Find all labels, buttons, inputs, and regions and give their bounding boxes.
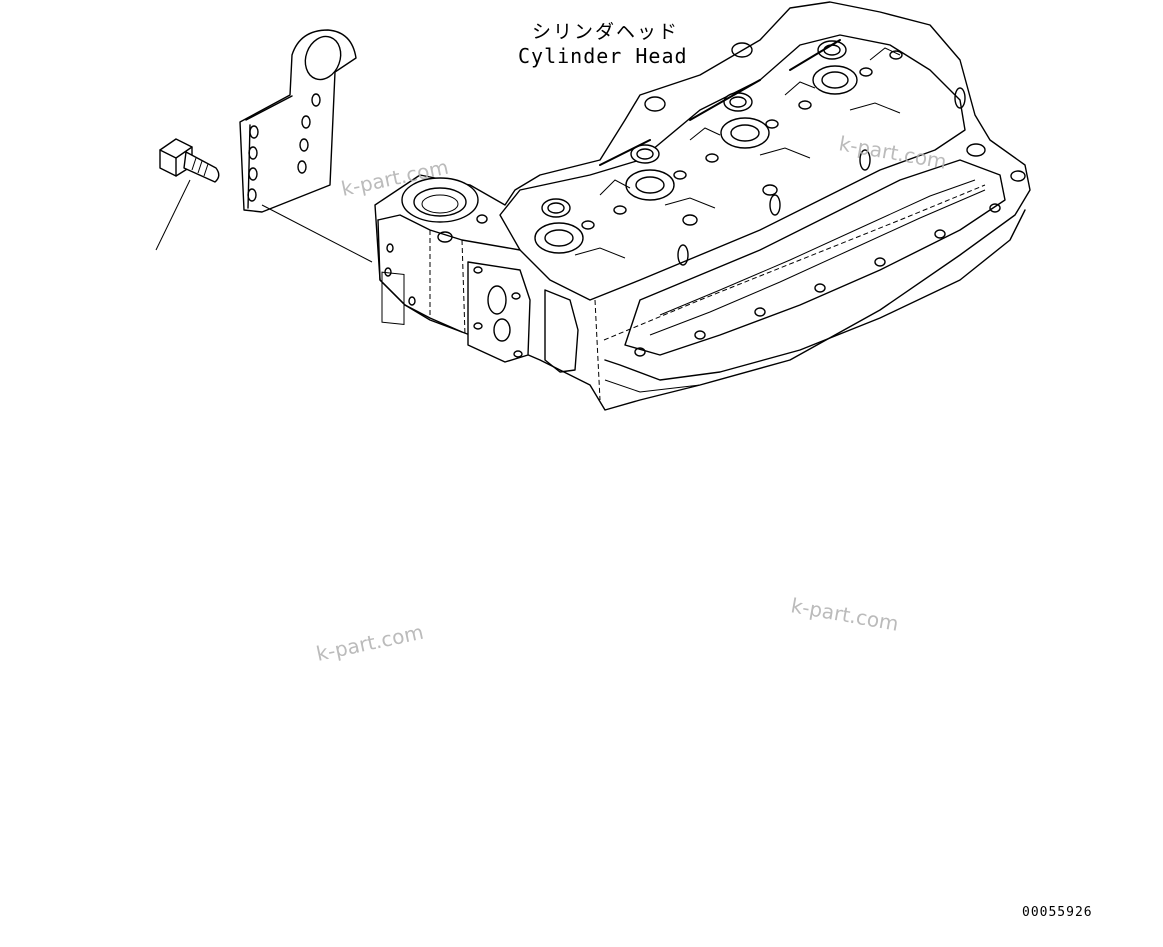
bracket-leader-line xyxy=(261,204,373,263)
part-name-english: Cylinder Head xyxy=(518,44,688,68)
cylinder-head-drawing[interactable] xyxy=(374,1,1031,411)
lifting-bracket-drawing[interactable] xyxy=(239,29,357,213)
part-name-japanese: シリンダヘッド xyxy=(532,21,679,43)
bolt-leader-line xyxy=(155,179,191,251)
watermark: k-part.com xyxy=(789,593,900,636)
figure-number: 00055926 xyxy=(1022,905,1093,920)
bolt-drawing[interactable] xyxy=(159,138,220,183)
watermark: k-part.com xyxy=(314,620,426,666)
